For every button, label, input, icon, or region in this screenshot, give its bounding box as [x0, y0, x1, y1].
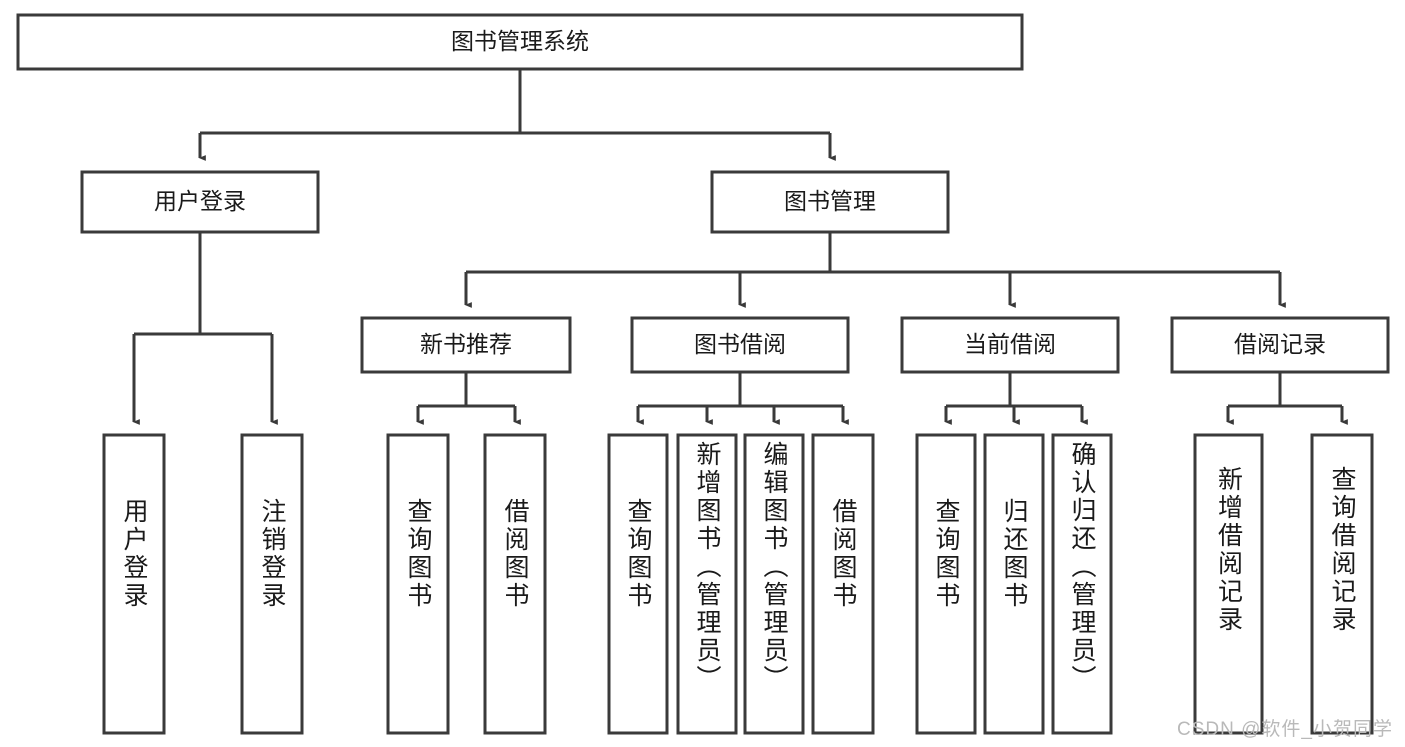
leaf-box-add-book-admin[interactable]: [676, 433, 738, 735]
node-borrow-record-box: [1170, 316, 1390, 374]
node-book-management-label: 图书管理: [784, 188, 876, 214]
node-user-login[interactable]: 用户登录: [80, 170, 320, 234]
leaf-box-return-book[interactable]: [983, 433, 1045, 735]
node-book-borrow-label: 图书借阅: [694, 331, 786, 357]
leaf-box-borrow-book-rec[interactable]: [483, 433, 547, 735]
leaf-box-query-book-rec[interactable]: [386, 433, 450, 735]
leaf-box-logout[interactable]: [240, 433, 304, 735]
leaf-box-confirm-return-admin[interactable]: [1051, 433, 1113, 735]
leaf-boxes: [102, 433, 1374, 735]
csdn-watermark: CSDN @软件_小贺同学: [1177, 719, 1393, 740]
leaf-box-query-book-current[interactable]: [915, 433, 977, 735]
node-root-box: [16, 13, 1024, 71]
leaf-box-user-login[interactable]: [102, 433, 166, 735]
node-root-label: 图书管理系统: [451, 28, 589, 54]
node-borrow-record[interactable]: 借阅记录: [1170, 316, 1390, 374]
node-user-login-label: 用户登录: [154, 188, 246, 214]
node-current-borrow[interactable]: 当前借阅: [900, 316, 1120, 374]
node-user-login-box: [80, 170, 320, 234]
node-borrow-record-label: 借阅记录: [1234, 331, 1326, 357]
node-root[interactable]: 图书管理系统: [16, 13, 1024, 71]
node-book-management[interactable]: 图书管理: [710, 170, 950, 234]
node-book-management-box: [710, 170, 950, 234]
leaf-box-query-borrow-record[interactable]: [1310, 433, 1374, 735]
node-book-borrow[interactable]: 图书借阅: [630, 316, 850, 374]
node-new-book-recommend-box: [360, 316, 572, 374]
leaf-box-borrow-book[interactable]: [811, 433, 875, 735]
node-current-borrow-box: [900, 316, 1120, 374]
node-new-book-recommend-label: 新书推荐: [420, 331, 512, 357]
leaf-box-edit-book-admin[interactable]: [743, 433, 805, 735]
node-new-book-recommend[interactable]: 新书推荐: [360, 316, 572, 374]
leaf-box-query-book-borrow[interactable]: [607, 433, 669, 735]
node-book-borrow-box: [630, 316, 850, 374]
leaf-box-add-borrow-record[interactable]: [1193, 433, 1264, 735]
connectors: [132, 69, 1348, 425]
node-current-borrow-label: 当前借阅: [964, 331, 1056, 357]
